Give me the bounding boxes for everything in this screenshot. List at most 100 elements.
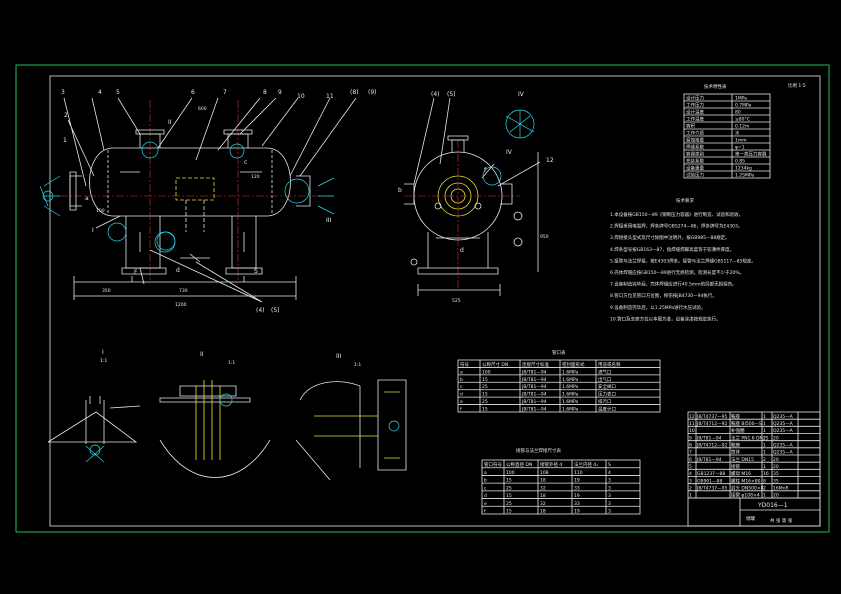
spec-label: 焊缝系数 [686,143,704,150]
table-cell: d [484,493,487,499]
bom-cell: 1 [689,493,692,499]
svg-text:5: 5 [116,89,120,96]
bom-cell: 法兰 DN15 [731,456,754,463]
spec-label: 试验压力 [686,171,704,178]
svg-text:120: 120 [251,174,260,180]
spec-value: 1MPa [735,95,747,101]
svg-text:100: 100 [96,208,105,214]
table-cell: 3 [608,509,611,515]
table-cell: 32 [540,501,546,507]
weld-table: 接管与法兰焊接尺寸表 [481,447,641,515]
svg-text:12: 12 [546,157,554,164]
spec-value: 1234kg [735,165,752,171]
table-cell: f [460,407,462,413]
table-cell: 排污口 [598,398,612,405]
bom-cell: 7 [689,450,692,456]
spec-value: ≤80°C [735,116,750,122]
bom-cell: GB1237—88 [697,471,725,477]
detail-iii [295,379,407,481]
table-cell: 3 [608,478,611,484]
svg-text:950: 950 [540,234,549,240]
svg-text:S: S [254,268,258,275]
bom-cell: 鞍座 [731,442,740,449]
svg-text:F: F [134,269,138,276]
table-header: 公称尺寸 DN [482,361,508,368]
table-cell: 出气口 [598,376,612,383]
table-cell: c [460,385,463,390]
bom-cell: 20 [773,457,779,463]
svg-text:10: 10 [297,93,305,100]
svg-text:1: 1 [63,137,67,144]
spec-label: 充装系数 [686,157,704,164]
bom-cell: 12 [689,414,695,420]
table-cell: 25 [506,501,512,507]
svg-text:4: 4 [98,89,102,96]
table-cell: 19 [574,478,580,484]
table-cell: 1.6MPa [562,399,579,405]
svg-text:525: 525 [452,298,461,304]
table-header: 密封面形式 [562,361,585,368]
table-header: 法兰内径 d₁ [574,461,598,468]
detail-i [47,396,141,463]
table-cell: 25 [506,485,512,491]
svg-text:2: 2 [64,112,68,119]
table-cell: 18 [540,493,546,499]
spec-label: 容器类别 [686,150,704,157]
table-cell: 108 [540,470,549,476]
bom-cell: Q235—A [773,414,794,420]
table-cell: 安全阀口 [598,383,616,390]
table-cell: 19 [574,493,580,499]
bom-cell: 1 [763,464,766,470]
bom-cell: JB/T4712—92 [696,443,727,449]
table-header: 连接尺寸标准 [522,361,549,368]
bom-cell: 2 [763,457,766,463]
table-cell: 33 [574,501,580,507]
bom-cell: JB/T81—94 [696,457,722,463]
svg-text:技术要求: 技术要求 [676,197,694,204]
table-cell: 1.6MPa [562,384,579,390]
svg-text:d: d [176,267,180,274]
sheet-border [15,64,830,533]
svg-text:1:1: 1:1 [100,358,107,364]
tech-note-line: 8.管口方位见管口方位图，探伤按JB4730—94执行。 [610,292,717,299]
table-cell: 1.6MPa [562,369,579,375]
inner-border [49,75,821,527]
nozzle-table: 管口表 [457,349,661,413]
svg-text:接管与法兰焊接尺寸表: 接管与法兰焊接尺寸表 [516,447,561,454]
bom-cell: 2 [689,486,692,492]
bom-cell: 11 [689,421,695,427]
svg-text:技术特性表: 技术特性表 [704,83,727,90]
table-cell: JB/T81—94 [521,392,547,398]
svg-text:IV: IV [518,91,525,98]
svg-text:d: d [460,247,464,254]
bom-cell: 35 [773,471,779,477]
svg-text:600: 600 [198,106,207,112]
spec-label: 容积 [686,122,695,129]
svg-text:II: II [200,351,204,358]
svg-text:8: 8 [263,89,267,96]
bom-cell: 6 [689,457,692,463]
table-header: 管口符号 [484,461,502,468]
spec-value: 0.7MPa [735,102,752,108]
tech-note-line: 2.焊接采用电弧焊，焊条牌号GB5274—86，焊条牌号为E4303。 [610,223,742,230]
tech-note-line: 3.焊接接头型式及尺寸除图中注明外，按GB985—88规定。 [610,234,730,241]
bom-cell: 20 [773,493,779,499]
table-cell: 18 [540,509,546,515]
table-cell: 33 [574,485,580,491]
bom-cell: 20 [773,435,779,441]
table-cell: d [460,392,463,398]
bom-cell: 3 [689,478,692,484]
bom-cell: 接管 [731,463,740,470]
svg-text:11: 11 [326,93,334,100]
spec-value: 0.12m [735,123,749,129]
table-cell: 25 [482,399,488,405]
table-cell: 1.6MPa [562,392,579,398]
tech-note-line: 6.壳体焊缝应按GB150—89进行无损检测，检测长度不少于20%。 [610,269,744,276]
bom-cell: JB/T4737—95 [696,414,727,420]
table-cell: 100 [506,470,515,476]
bom-cell: 接管 φ108×4 [731,492,760,499]
